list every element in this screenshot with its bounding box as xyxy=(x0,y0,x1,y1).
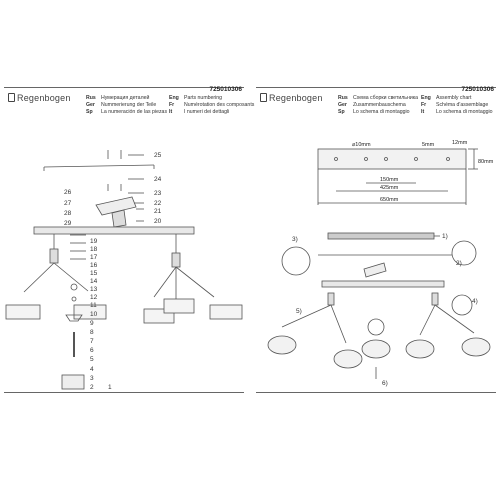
main-bar xyxy=(321,280,445,288)
ceiling-bracket xyxy=(95,196,137,216)
detail-circle xyxy=(451,240,477,266)
part-number: 6 xyxy=(90,347,94,354)
ceiling-hatch xyxy=(327,232,435,240)
part-number: 24 xyxy=(154,176,162,183)
lamp-shade xyxy=(361,339,391,359)
part-number: 15 xyxy=(90,270,98,277)
assembly-diagram: ⌀10mm 5mm 12mm 80mm 150mm 425mm 650mm 1)… xyxy=(267,140,494,387)
exploded-view-diagram: 25 24 23 22 21 20 26 27 28 29 19 18 17 1… xyxy=(5,150,243,391)
part-number: 5 xyxy=(90,356,94,363)
part-number: 16 xyxy=(90,262,98,269)
step-label: 3) xyxy=(292,236,298,243)
part-number: 7 xyxy=(90,338,94,345)
mounting-rail xyxy=(43,164,155,168)
part-number: 27 xyxy=(64,200,72,207)
lamp-shade xyxy=(163,298,195,314)
brand-logo: Regenbogen xyxy=(260,93,334,103)
hole-dimension: ⌀10mm xyxy=(352,142,371,148)
brand-logo: Regenbogen xyxy=(8,93,82,103)
part-number: 21 xyxy=(154,208,162,215)
part-number: 23 xyxy=(154,190,162,197)
article-code: 725010306 xyxy=(209,86,242,93)
bottom-rule xyxy=(4,392,244,393)
top-rule xyxy=(4,87,244,88)
part-number: 14 xyxy=(90,278,98,285)
part-number: 13 xyxy=(90,286,98,293)
part-number: 18 xyxy=(90,246,98,253)
lamp-shade xyxy=(461,337,491,357)
step-label: 1) xyxy=(442,233,448,240)
lamp-shade xyxy=(405,339,435,359)
step-label: 4) xyxy=(472,298,478,305)
lamp-shade-part xyxy=(61,374,85,390)
lamp-shade xyxy=(333,349,363,369)
part-number: 28 xyxy=(64,210,72,217)
main-bar xyxy=(33,226,195,235)
part-number: 11 xyxy=(90,302,97,309)
part-number: 22 xyxy=(154,200,162,207)
lamp-shade xyxy=(267,335,297,355)
part-number: 25 xyxy=(154,152,162,159)
top-rule xyxy=(256,87,496,88)
part-number: 2 xyxy=(90,384,94,391)
bottom-rule xyxy=(256,392,496,393)
detail-circle xyxy=(451,294,473,316)
part-number: 26 xyxy=(64,189,72,196)
lamp-shade xyxy=(5,304,41,320)
article-code: 725010306 xyxy=(461,86,494,93)
brand-mark-icon xyxy=(8,93,15,102)
part-number: 10 xyxy=(90,311,98,318)
part-number: 20 xyxy=(154,218,162,225)
slot-dimension: 5mm xyxy=(422,142,435,148)
part-number: 9 xyxy=(90,320,94,327)
part-number: 12 xyxy=(90,294,98,301)
part-number: 4 xyxy=(90,366,94,373)
part-number: 3 xyxy=(90,375,94,382)
part-number: 19 xyxy=(90,238,98,245)
rail-outline xyxy=(317,148,467,170)
brand-name: Regenbogen xyxy=(17,93,71,103)
dimension-150: 150mm xyxy=(380,177,399,183)
brand-mark-icon xyxy=(260,93,267,102)
part-number: 17 xyxy=(90,254,98,261)
step-label: 5) xyxy=(296,308,302,315)
lamp-shade xyxy=(209,304,243,320)
step-label: 6) xyxy=(382,380,388,387)
part-number: 8 xyxy=(90,329,94,336)
detail-circle xyxy=(281,246,311,276)
dimension-650: 650mm xyxy=(380,197,399,203)
height-dimension: 80mm xyxy=(478,159,494,165)
step-label: 2) xyxy=(456,260,462,267)
brand-name: Regenbogen xyxy=(269,93,323,103)
part-number: 29 xyxy=(64,220,72,227)
depth-dimension: 12mm xyxy=(452,140,468,146)
part-number: 1 xyxy=(108,384,112,391)
dimension-425: 425mm xyxy=(380,185,399,191)
